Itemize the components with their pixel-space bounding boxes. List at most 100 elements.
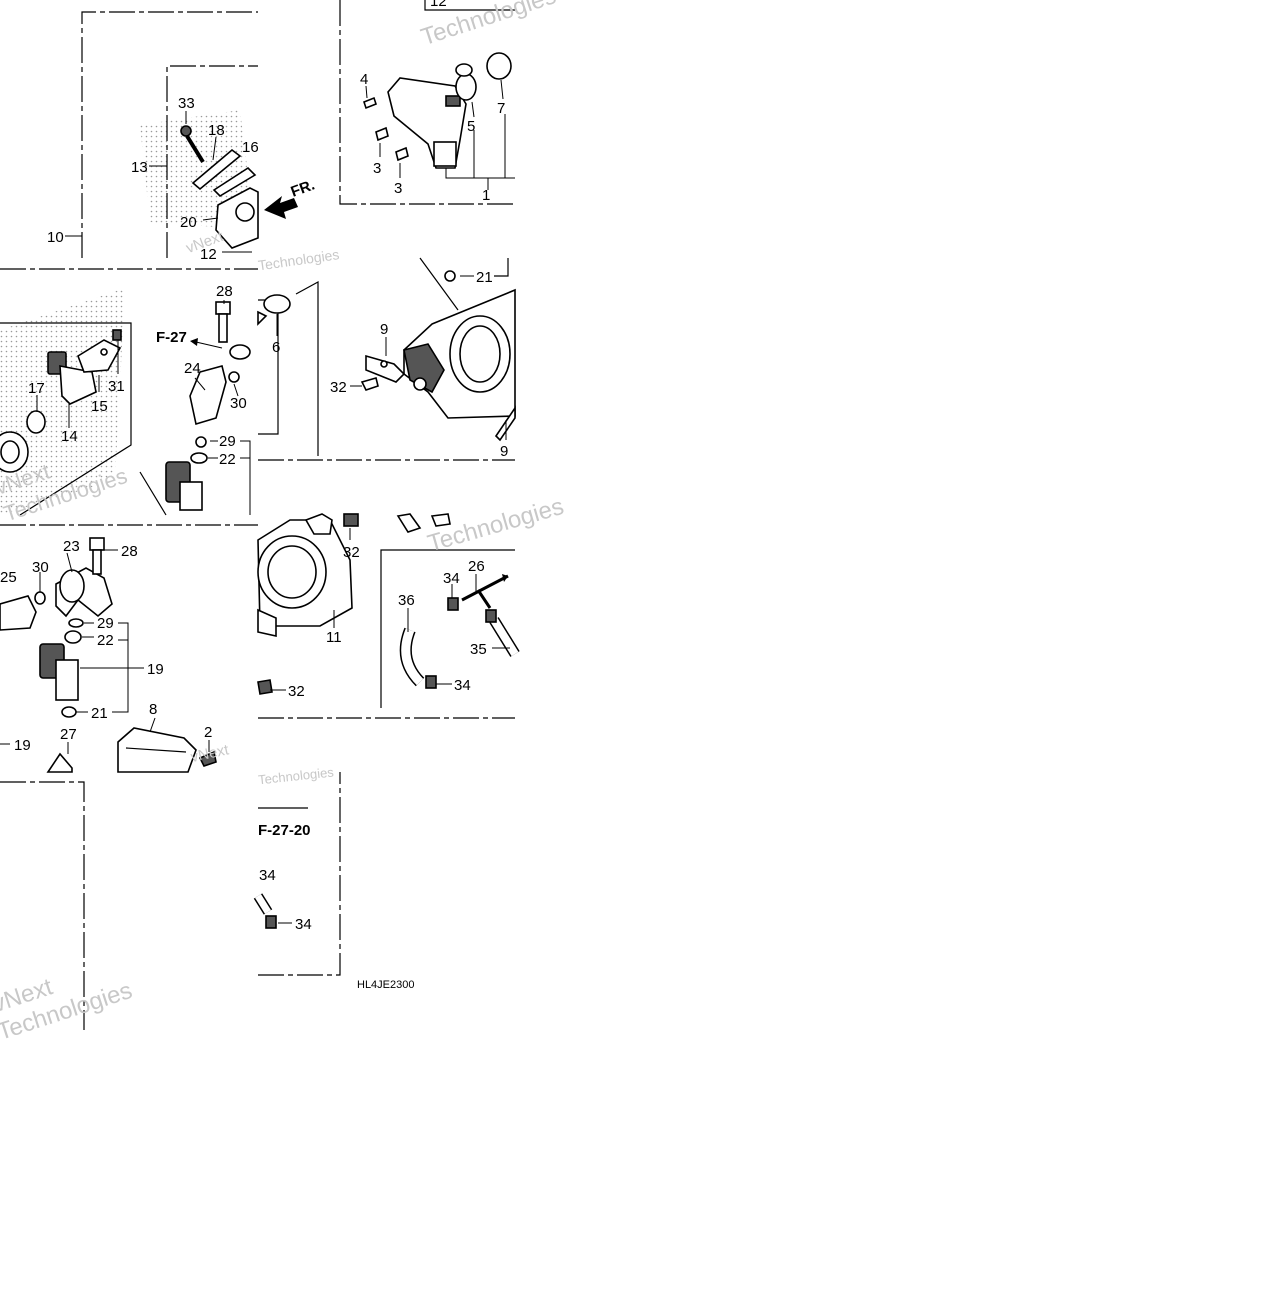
bolt-part [89,537,105,575]
diagram-code: HL4JE2300 [357,979,415,991]
callout-12: 12 [430,0,447,10]
callout-34: 34 [454,677,471,694]
frame-line [258,772,341,976]
joint-part [461,574,509,609]
callout-3: 3 [373,160,381,177]
washer-part [64,618,84,644]
gasket-part [191,148,257,198]
clamp-part [265,915,277,929]
watermark: Technologies [257,246,340,273]
shaded-area [0,288,125,515]
tile-top-middle: 4 3 3 5 7 1 12 Technologies [339,0,559,205]
callout-27: 27 [60,726,77,743]
holder-part [189,344,251,464]
plate-part [77,329,122,373]
callout-29: 29 [97,615,114,632]
callout-26: 26 [468,558,485,575]
callout-13: 13 [131,159,148,176]
reference-f27-20: F-27-20 [258,822,311,839]
hose-part [253,893,273,915]
throttle-body-part [257,519,353,637]
callout-28: 28 [121,543,138,560]
hose-part [399,617,520,687]
frame-line [339,0,515,205]
injector-part [165,461,203,511]
intake-part [0,431,29,473]
callout-23: 23 [63,538,80,555]
tile-lower-left: 25 30 23 28 29 22 19 21 19 27 8 2 vNext [0,537,231,773]
bolt-part [198,750,217,767]
watermark: Technologies [425,493,567,558]
direction-label: FR. [289,177,318,201]
callout-32: 32 [343,544,360,561]
callout-24: 24 [184,360,201,377]
callout-3: 3 [394,180,402,197]
cover-part [117,727,197,773]
callout-19: 19 [14,737,31,754]
callout-15: 15 [91,398,108,415]
throttle-body-part [403,288,516,419]
clamp-part [425,597,497,689]
bolt-part [180,125,205,164]
callout-22: 22 [97,632,114,649]
o-ring-part [257,294,291,326]
callout-34: 34 [259,867,276,884]
callout-35: 35 [470,641,487,658]
watermark: Technologies [257,764,335,787]
callout-19: 19 [147,661,164,678]
injector-part [39,643,79,718]
callout-8: 8 [149,701,157,718]
callout-36: 36 [398,592,415,609]
screw-part [363,96,409,162]
callout-1: 1 [482,187,490,204]
callout-30: 30 [32,559,49,576]
tile-bottom-middle: F-27-20 34 34 HL4JE2300 Technologies [253,764,415,991]
direction-arrow-icon [264,196,298,219]
arrow-icon [190,338,223,349]
tile-middle-left: 28 F-27 24 30 29 22 31 15 17 14 vNext Te… [0,268,258,526]
actuator-part [387,77,467,169]
watermark: vNext Technologies [0,973,136,1046]
callout-9: 9 [500,443,508,460]
callout-6: 6 [272,339,280,356]
callout-18: 18 [208,122,225,139]
callout-31: 31 [108,378,125,395]
callout-32: 32 [288,683,305,700]
callout-32: 32 [330,379,347,396]
callout-21: 21 [476,269,493,286]
callout-2: 2 [204,724,212,741]
callout-11: 11 [326,629,342,646]
reference-f27: F-27 [156,329,187,346]
callout-29: 29 [219,433,236,450]
callout-17: 17 [28,380,45,397]
bolt-part [360,270,456,391]
callout-34: 34 [443,570,460,587]
callout-34: 34 [295,916,312,933]
callout-30: 30 [230,395,247,412]
holder-part [55,567,113,618]
tile-lower-middle: 32 11 32 36 34 26 35 34 Technologies [257,493,567,719]
callout-20: 20 [180,214,197,231]
callout-10: 10 [47,229,64,246]
callout-12: 12 [200,246,217,263]
tile-center: 9 32 6 21 9 Technologies [257,246,516,461]
callout-4: 4 [360,71,368,88]
callout-16: 16 [242,139,259,156]
tile-bottom-left: vNext Technologies [0,781,136,1046]
callout-22: 22 [219,451,236,468]
callout-33: 33 [178,95,195,112]
svg-text:Technologies: Technologies [425,493,567,558]
callout-28: 28 [216,283,233,300]
callout-21: 21 [91,705,108,722]
callout-14: 14 [61,428,78,445]
tile-top-left: FR. 33 18 13 16 20 10 12 vNext [47,11,318,263]
frame-line [166,65,258,258]
housing-part [215,187,259,249]
svg-text:vNext: vNext [189,741,231,766]
watermark: vNext [189,741,231,766]
bolt-part [215,301,231,343]
callout-9: 9 [380,321,388,338]
bracket-part [365,354,406,383]
